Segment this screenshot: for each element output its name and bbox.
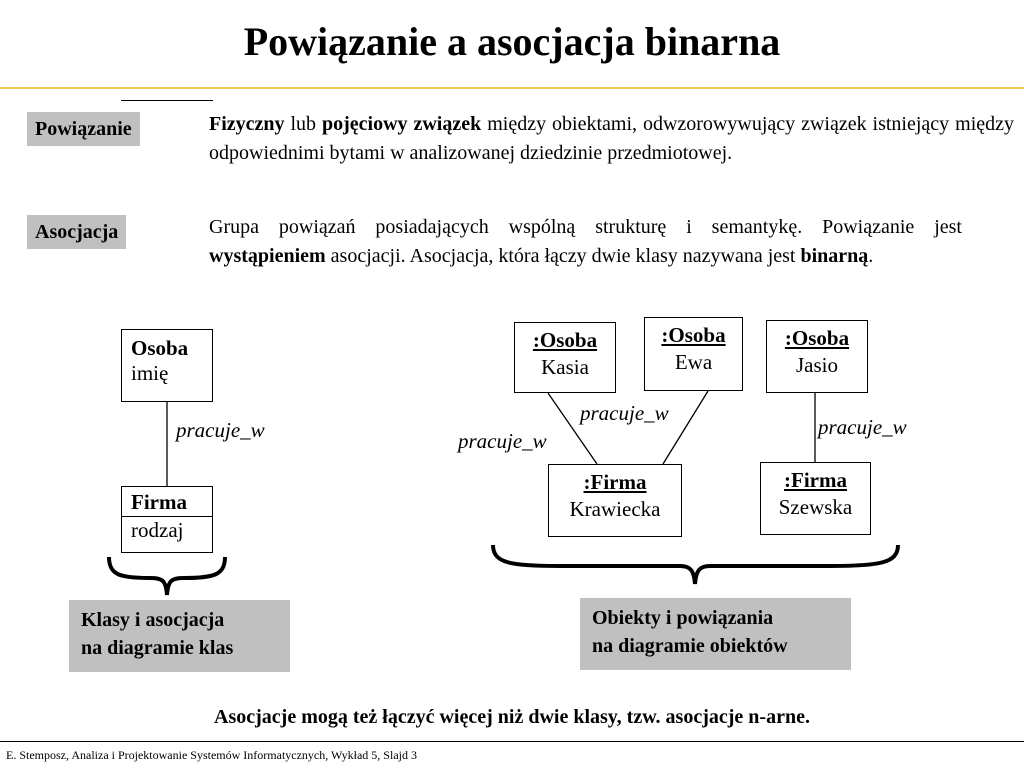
caption-line: na diagramie klas — [81, 637, 234, 659]
object-osoba-ewa: :Osoba Ewa — [644, 317, 743, 391]
definition-run: wystąpieniem — [209, 245, 326, 267]
definition-run: pojęciowy związek — [322, 113, 482, 135]
object-osoba-kasia: :Osoba Kasia — [514, 322, 616, 393]
object-firma-krawiecka: :Firma Krawiecka — [548, 464, 682, 537]
object-value: Jasio — [796, 353, 838, 377]
term-powiazanie: Powiązanie — [27, 112, 140, 146]
class-name: Firma — [122, 487, 212, 517]
object-osoba-jasio: :Osoba Jasio — [766, 320, 868, 393]
object-name: :Firma — [784, 468, 847, 492]
caption-line: Obiekty i powiązania — [592, 607, 774, 629]
object-value: Kasia — [541, 355, 589, 379]
definition-run: lub — [284, 113, 322, 135]
object-name: :Osoba — [661, 323, 726, 347]
footer-text: E. Stemposz, Analiza i Projektowanie Sys… — [6, 748, 417, 762]
link-line-ewa — [662, 390, 709, 465]
object-value: Krawiecka — [569, 497, 661, 521]
caption-class-diagram: Klasy i asocjacja na diagramie klas — [69, 600, 290, 672]
definition-asocjacja: Grupa powiązań posiadających wspólną str… — [209, 213, 962, 271]
association-label: pracuje_w — [176, 418, 265, 442]
class-attribute: rodzaj — [131, 518, 184, 542]
object-name: :Osoba — [532, 328, 598, 352]
definition-powiazanie: Fizyczny lub pojęciowy związek między ob… — [209, 110, 1014, 168]
bottom-note: Asocjacje mogą też łączyć więcej niż dwi… — [214, 706, 810, 728]
brace-right — [491, 544, 900, 585]
slide-title: Powiązanie a asocjacja binarna — [243, 19, 781, 64]
caption-object-diagram: Obiekty i powiązania na diagramie obiekt… — [580, 598, 851, 670]
object-name: :Osoba — [784, 326, 850, 350]
definition-run: asocjacji. Asocjacja, która łączy dwie k… — [325, 245, 801, 267]
caption-line: Klasy i asocjacja — [81, 609, 225, 631]
class-osoba: Osoba imię — [121, 329, 213, 402]
link-label-kasia: pracuje_w — [458, 429, 547, 453]
definition-run: między obiektami, odwzorowywujący związe… — [209, 113, 1014, 164]
definition-run: binarną — [800, 245, 869, 267]
brace-left — [107, 556, 227, 596]
term-asocjacja: Asocjacja — [27, 215, 127, 249]
definition-run: Grupa powiązań posiadających wspólną str… — [209, 216, 962, 238]
caption-line: na diagramie obiektów — [592, 635, 788, 657]
object-value: Szewska — [778, 495, 853, 519]
class-attribute: imię — [131, 361, 169, 385]
link-line-kasia — [547, 392, 598, 465]
class-firma: Firma rodzaj — [121, 486, 213, 553]
definition-run: . — [868, 245, 874, 267]
object-value: Ewa — [674, 350, 713, 374]
definition-run: Fizyczny — [209, 113, 285, 135]
link-label-ewa: pracuje_w — [580, 401, 669, 425]
footer-divider — [0, 741, 1024, 742]
title-divider — [0, 87, 1024, 89]
small-divider — [121, 100, 213, 101]
object-firma-szewska: :Firma Szewska — [760, 462, 871, 535]
class-name: Osoba — [131, 336, 189, 360]
link-label-jasio: pracuje_w — [818, 415, 907, 439]
object-name: :Firma — [583, 470, 647, 494]
